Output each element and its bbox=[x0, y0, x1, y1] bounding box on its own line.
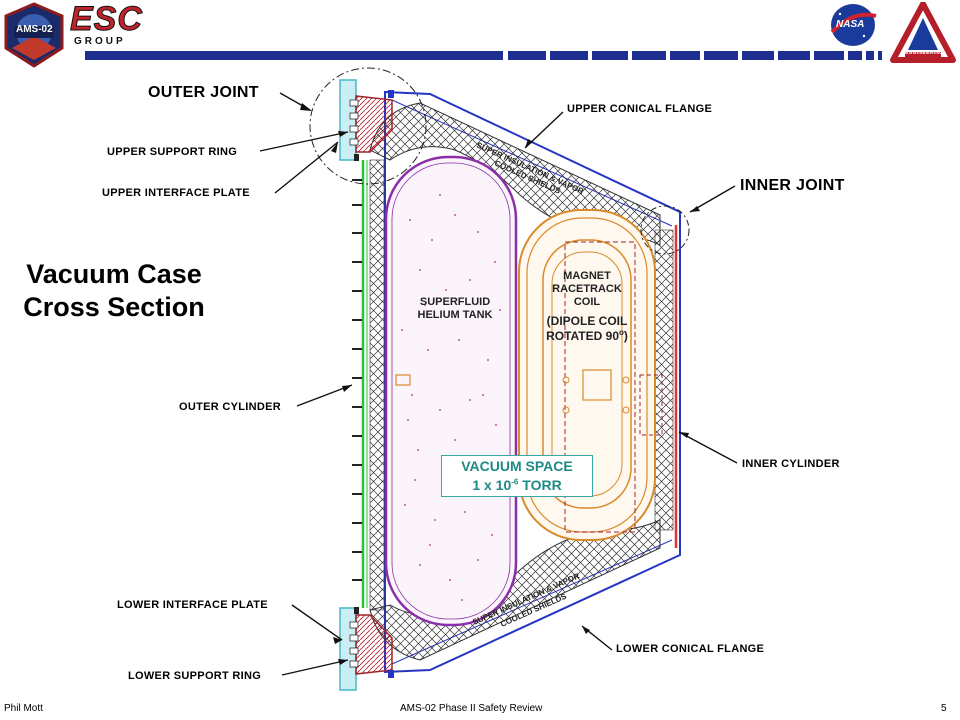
insulation-left bbox=[369, 159, 385, 611]
slide-title: Vacuum Case Cross Section bbox=[14, 258, 214, 324]
vacuum-line-2-post: TORR bbox=[518, 477, 562, 493]
magnet-line-5-sup: o bbox=[619, 328, 624, 337]
outer-joint-circle bbox=[309, 67, 427, 185]
leader-lower-support-ring bbox=[281, 659, 349, 676]
ams-02-logo: AMS-02 bbox=[2, 2, 66, 68]
leader-inner-cylinder bbox=[678, 431, 738, 464]
leader-upper-support-ring bbox=[259, 131, 349, 152]
title-line-1: Vacuum Case bbox=[26, 259, 202, 289]
footer-author: Phil Mott bbox=[4, 703, 43, 714]
header-bar bbox=[0, 0, 960, 70]
inner-joint-label: INNER JOINT bbox=[740, 177, 845, 194]
engineering-logo-text: ENGINEERING bbox=[905, 50, 944, 56]
magnet-line-5-post: ) bbox=[623, 329, 628, 343]
lower-support-ring bbox=[349, 607, 394, 678]
inner-cylinder-label: INNER CYLINDER bbox=[742, 458, 840, 470]
outer-joint-label: OUTER JOINT bbox=[148, 84, 259, 101]
group-logo-text: GROUP bbox=[74, 36, 126, 47]
nasa-logo-text: NASA bbox=[836, 19, 865, 30]
magnet-line-1: MAGNET bbox=[563, 270, 611, 282]
insulation-right bbox=[654, 229, 674, 531]
inner-joint-circle bbox=[640, 205, 690, 255]
upper-conical-flange-label: UPPER CONICAL FLANGE bbox=[567, 103, 713, 115]
footer-page-number: 5 bbox=[941, 703, 947, 714]
footer-title: AMS-02 Phase II Safety Review bbox=[400, 703, 543, 714]
magnet-line-2: RACETRACK bbox=[552, 283, 622, 295]
title-line-2: Cross Section bbox=[23, 292, 205, 322]
upper-interface-plate bbox=[339, 79, 357, 161]
leader-lines bbox=[259, 92, 738, 676]
vacuum-line-2-pre: 1 x 10 bbox=[472, 477, 512, 493]
vacuum-line-1: VACUUM SPACE bbox=[461, 458, 573, 474]
esc-group-logo: ESC GROUP bbox=[70, 0, 146, 50]
esc-logo-text: ESC bbox=[70, 0, 143, 39]
outer-cylinder-label: OUTER CYLINDER bbox=[179, 401, 281, 413]
upper-interface-plate-label: UPPER INTERFACE PLATE bbox=[102, 187, 250, 199]
superfluid-helium-tank bbox=[384, 155, 518, 627]
magnet-line-3: COIL bbox=[573, 296, 601, 308]
lower-interface-plate-label: LOWER INTERFACE PLATE bbox=[117, 599, 268, 611]
outer-cylinder-ticks bbox=[352, 179, 362, 581]
magnet-line-5-pre: ROTATED 90 bbox=[546, 329, 619, 343]
ams-logo-text: AMS-02 bbox=[16, 24, 53, 35]
leader-upper-interface-plate bbox=[274, 141, 339, 194]
vacuum-space-box: VACUUM SPACE 1 x 10-6 TORR bbox=[441, 455, 593, 497]
vacuum-line-2: 1 x 10-6 TORR bbox=[442, 476, 592, 495]
engineering-logo: ENGINEERING bbox=[890, 1, 956, 66]
upper-support-ring-label: UPPER SUPPORT RING bbox=[107, 146, 238, 158]
lower-conical-flange-label: LOWER CONICAL FLANGE bbox=[616, 643, 765, 655]
superfluid-line-2: HELIUM TANK bbox=[417, 309, 493, 321]
upper-support-ring bbox=[349, 90, 394, 161]
magnet-coil-label: MAGNET RACETRACK COIL (DIPOLE COIL ROTAT… bbox=[537, 270, 637, 344]
leader-arrowheads bbox=[300, 103, 700, 665]
superfluid-helium-label: SUPERFLUID HELIUM TANK bbox=[400, 296, 510, 322]
vacuum-line-2-sup: -6 bbox=[511, 477, 519, 487]
leader-lower-interface-plate bbox=[291, 604, 343, 641]
magnet-line-5: ROTATED 90o) bbox=[537, 329, 637, 344]
magnet-line-4: (DIPOLE COIL bbox=[546, 314, 628, 328]
nasa-logo: NASA bbox=[826, 2, 880, 48]
tank-port bbox=[395, 374, 411, 386]
superfluid-line-1: SUPERFLUID bbox=[419, 296, 491, 308]
lower-support-ring-label: LOWER SUPPORT RING bbox=[128, 670, 262, 682]
